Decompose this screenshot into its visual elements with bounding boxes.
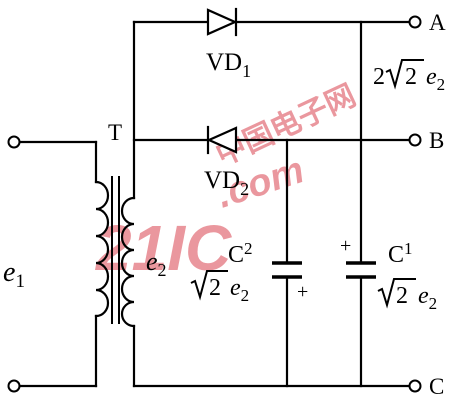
svg-text:2: 2 — [396, 283, 408, 309]
diode-vd2 — [206, 125, 238, 155]
svg-text:2: 2 — [373, 64, 385, 90]
terminal-a — [408, 15, 422, 29]
c2-voltage: 2 e2 — [190, 270, 249, 305]
svg-text:e2: e2 — [230, 275, 249, 305]
c1-voltage: 2 e2 — [377, 278, 437, 313]
diode-vd1 — [206, 7, 238, 37]
terminal-dots — [7, 15, 422, 393]
output-a-voltage: 2 2 e2 — [373, 59, 445, 94]
capacitor-c1 — [346, 261, 376, 279]
secondary-wiring — [132, 20, 412, 388]
c2-label: C2 — [228, 239, 253, 268]
transformer-core — [111, 176, 120, 324]
secondary-winding — [120, 196, 136, 328]
svg-text:2: 2 — [405, 64, 417, 90]
vd1-label: VD1 — [206, 49, 251, 81]
terminal-b-label: B — [429, 128, 444, 153]
e2-label: e2 — [146, 247, 167, 280]
svg-text:e2: e2 — [426, 64, 445, 94]
primary-winding — [94, 180, 110, 318]
terminal-a-label: A — [429, 10, 446, 35]
c1-plus-sign: + — [340, 235, 351, 257]
input-terminal-top — [7, 135, 21, 149]
svg-text:e2: e2 — [418, 283, 437, 313]
primary-wiring — [18, 140, 98, 388]
terminal-b — [408, 133, 422, 147]
vd2-label: VD2 — [204, 167, 249, 199]
terminal-c — [408, 379, 422, 393]
c1-label: C1 — [388, 239, 413, 268]
capacitor-c2 — [272, 261, 302, 279]
input-terminal-bottom — [7, 379, 21, 393]
e1-label: e1 — [3, 257, 25, 292]
terminal-c-label: C — [429, 374, 444, 399]
c2-plus-sign: + — [297, 281, 308, 303]
svg-text:2: 2 — [209, 275, 221, 301]
transformer-label: T — [108, 120, 122, 145]
